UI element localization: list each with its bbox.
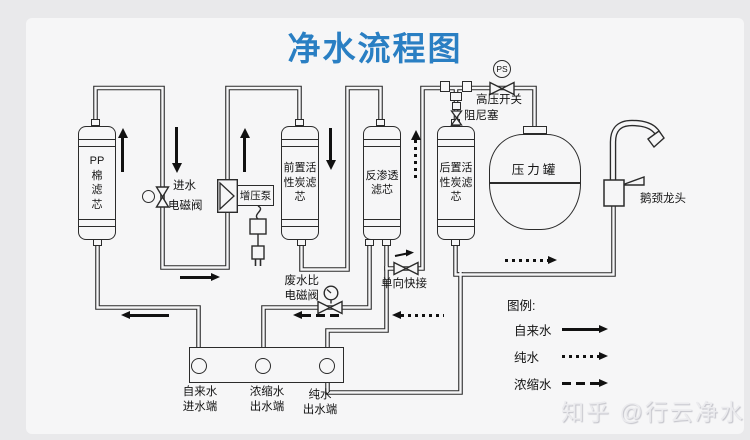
faucet-label: 鹅颈龙头 (640, 193, 686, 205)
filter-label: 前置活 性炭滤 芯 (281, 147, 319, 219)
waste-valve-label-line1: 废水比 (284, 275, 320, 287)
check-valve-label: 单向快接 (381, 278, 427, 290)
solenoid-coil-icon (142, 190, 155, 203)
postcarbon-bottom-nipple (451, 239, 460, 246)
waste-valve-icon (317, 300, 343, 315)
damper-fitting (451, 102, 461, 110)
page-title: 净水流程图 (287, 30, 463, 67)
check-valve-icon (393, 261, 419, 276)
pump-power-cord-icon (249, 205, 267, 266)
legend-item-pure: 纯水 (514, 351, 540, 365)
flow-arrow-up (117, 128, 128, 172)
ro-top-nipple (376, 119, 385, 126)
filter-band (437, 139, 475, 147)
booster-pump-icon (217, 179, 238, 213)
filter-band (78, 139, 116, 147)
pipe-fitting (462, 81, 472, 92)
flow-arrow-up (239, 128, 250, 172)
legend-item-concentrate: 浓缩水 (514, 378, 552, 392)
filter-band (281, 139, 319, 147)
tank-top-fitting (523, 126, 547, 134)
booster-pump-label-box: 增压泵 (237, 185, 274, 206)
pipe-fitting (440, 81, 450, 92)
flow-arrow-left-pure (392, 311, 444, 319)
legend-title: 图例: (507, 299, 536, 313)
filter-band (437, 219, 475, 227)
port-waste-outlet (255, 358, 271, 374)
flow-arrow-down (171, 127, 182, 173)
precarbon-top-nipple (295, 119, 304, 126)
inlet-valve-icon (155, 186, 170, 208)
legend-item-tap: 自来水 (514, 324, 552, 338)
inlet-valve-label-line2: 电磁阀 (168, 200, 203, 212)
waste-valve-label-line2: 电磁阀 (284, 290, 320, 302)
flow-arrow-right-pure (505, 256, 557, 264)
watermark: 知乎 @行云净水 (561, 399, 745, 425)
filter-cap (281, 227, 319, 240)
flow-arrow-up-pure (410, 130, 421, 180)
filter-pre-carbon: 前置活 性炭滤 芯 (281, 126, 319, 240)
filter-band (363, 219, 401, 227)
filter-band (78, 219, 116, 227)
flow-arrow-left (121, 311, 169, 319)
damper-fitting (450, 92, 462, 101)
filter-band (363, 139, 401, 147)
flow-arrow-right (180, 273, 220, 281)
port-label-tap: 自来水 进水端 (182, 386, 218, 413)
inlet-valve-label-line1: 进水 (173, 180, 196, 192)
port-label-waste: 浓缩水 出水端 (249, 386, 285, 413)
damper-plug-icon (449, 110, 463, 126)
waste-valve-gauge-icon (323, 285, 339, 304)
precarbon-bottom-nipple (297, 239, 306, 246)
filter-cap (281, 126, 319, 139)
ro-bottom-left-nipple (365, 239, 374, 246)
filter-cap (363, 227, 401, 240)
filter-post-carbon: 后置活 性炭滤 芯 (437, 126, 475, 240)
pressure-switch-gauge-icon: PS (493, 60, 511, 78)
legend-arrow-solid (562, 325, 608, 333)
filter-cap (437, 126, 475, 139)
filter-label: PP 棉 滤 芯 (78, 147, 116, 219)
pp-filter-top-nipple (91, 119, 100, 126)
gooseneck-faucet-icon (603, 119, 665, 207)
flow-arrow-left-waste (293, 311, 341, 319)
filter-cap (78, 227, 116, 240)
filter-label: 反渗透 滤芯 (363, 147, 401, 219)
filter-cap (363, 126, 401, 139)
port-label-pure: 纯水 出水端 (302, 389, 338, 416)
filter-label: 后置活 性炭滤 芯 (437, 147, 475, 219)
legend-arrow-dashed (562, 379, 608, 387)
port-pure-outlet (319, 358, 335, 374)
check-valve-arrow-icon (394, 249, 414, 257)
ro-bottom-right-nipple (382, 239, 391, 246)
pipe-tap-inlet (95, 242, 201, 359)
filter-pp: PP 棉 滤 芯 (78, 126, 116, 240)
flow-arrow-down (325, 128, 336, 170)
hp-switch-valve-icon (489, 80, 515, 96)
pp-filter-bottom-nipple (93, 239, 102, 246)
port-tap-inlet (191, 358, 207, 374)
filter-cap (78, 126, 116, 139)
filter-band (281, 219, 319, 227)
filter-ro: 反渗透 滤芯 (363, 126, 401, 240)
damper-label: 阻尼塞 (464, 110, 499, 122)
tank-seam (490, 182, 580, 184)
hp-switch-label: 高压开关 (476, 94, 522, 106)
filter-cap (437, 227, 475, 240)
pressure-tank: 压力罐 (489, 134, 581, 230)
pressure-tank-label: 压力罐 (511, 163, 559, 177)
legend-arrow-dotted (562, 352, 608, 360)
